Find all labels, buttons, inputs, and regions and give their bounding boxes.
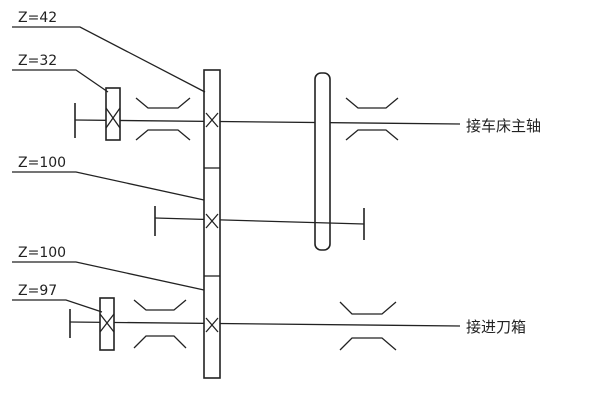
label-output-spindle: 接车床主轴 (466, 117, 541, 135)
gear-z32 (105, 87, 121, 141)
middle-shaft-axis (154, 217, 365, 225)
bearing-top-left (135, 97, 191, 141)
top-shaft-axis (74, 119, 461, 125)
central-gear-stack (203, 69, 221, 379)
leader-z100b (12, 261, 205, 291)
bottom-shaft-axis (69, 321, 461, 327)
leader-z42 (12, 26, 206, 93)
label-output-feedbox: 接进刀箱 (466, 318, 526, 336)
leader-lines (12, 26, 206, 313)
label-z100b: Z=100 (18, 245, 66, 261)
gear-z42-key-mark (205, 112, 219, 128)
leader-z97 (12, 299, 103, 313)
label-z32: Z=32 (18, 53, 57, 69)
bearing-top-right (345, 97, 399, 141)
leader-z100a (12, 171, 205, 201)
bearing-bottom-left (133, 299, 187, 349)
leader-z32 (12, 69, 109, 93)
gear-right-idler (314, 72, 331, 251)
middle-shaft (154, 206, 365, 240)
central-gear-column (203, 69, 221, 379)
label-z42: Z=42 (18, 10, 57, 26)
bearing-bottom-right (339, 301, 397, 351)
label-z100a: Z=100 (18, 155, 66, 171)
bottom-shaft (69, 309, 461, 338)
label-z97: Z=97 (18, 283, 57, 299)
top-shaft (74, 103, 461, 138)
gear-z100b-key-mark (205, 317, 219, 333)
gear-z32-key-mark (105, 107, 121, 129)
gear-z100a-key-mark (205, 213, 219, 229)
gear-z97-key-mark (99, 313, 115, 333)
